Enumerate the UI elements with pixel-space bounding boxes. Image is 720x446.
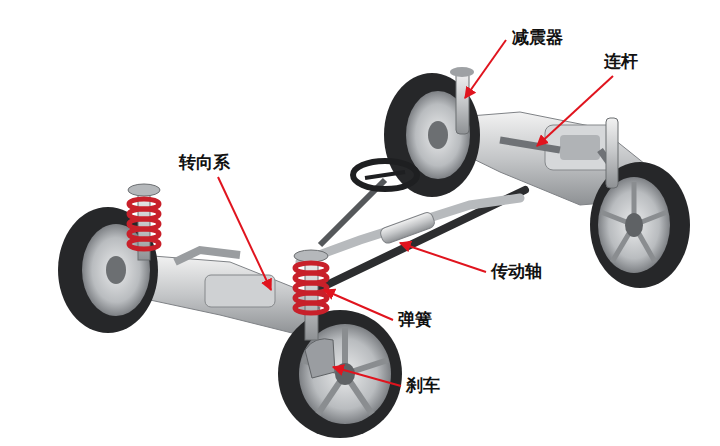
- front-right-spring: [294, 250, 328, 340]
- part-label: 刹车: [404, 375, 442, 395]
- part-label: 传动轴: [489, 261, 544, 281]
- drive-shaft: [285, 190, 525, 305]
- muffler: [379, 211, 436, 245]
- rear-right-wheel: [590, 118, 690, 288]
- part-label: 弹簧: [396, 309, 434, 329]
- part-label: 转向系: [177, 152, 232, 172]
- leader-lines: [218, 40, 613, 386]
- part-label: 减震器: [510, 27, 565, 47]
- rear-left-wheel: [384, 73, 480, 197]
- brake-caliper: [305, 339, 335, 378]
- part-label: 连杆: [602, 51, 640, 71]
- rear-shock: [450, 67, 474, 134]
- front-right-wheel: [278, 310, 402, 438]
- front-left-spring: [128, 184, 160, 260]
